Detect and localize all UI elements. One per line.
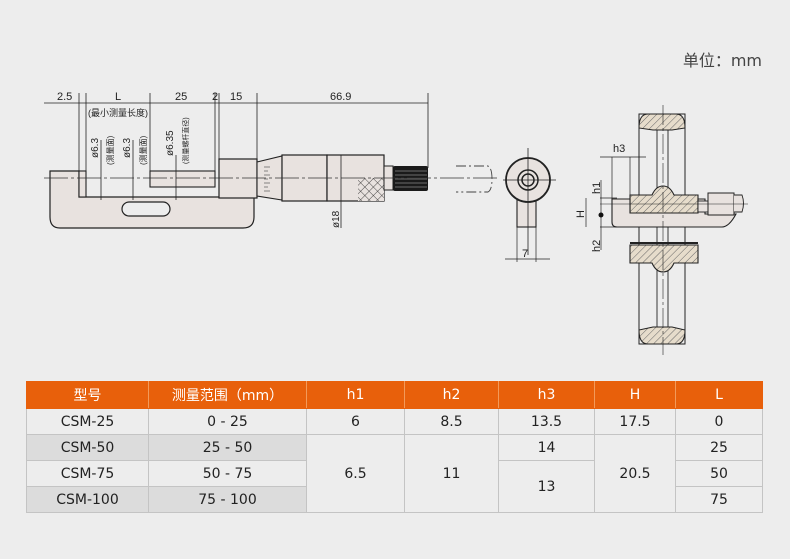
cell-model: CSM-25 [26, 408, 149, 435]
unit-label: 单位：mm [682, 51, 762, 70]
spec-table: 型号 测量范围（mm） h1 h2 h3 H L CSM-25 0 - 25 6… [26, 381, 763, 513]
header-H: H [594, 381, 676, 409]
cell-L: 50 [675, 460, 763, 487]
cell-range: 0 - 25 [148, 408, 307, 435]
table-row: CSM-100 75 - 100 75 [26, 486, 763, 513]
label-d3: ø6.35 [165, 130, 176, 156]
label-side-width: 7 [522, 248, 528, 260]
table-row: CSM-25 0 - 25 6 8.5 13.5 17.5 0 [26, 408, 763, 435]
cell-range: 75 - 100 [148, 486, 307, 513]
header-model: 型号 [26, 381, 149, 409]
label-h1: h1 [591, 182, 603, 194]
cell-h3: 13 [498, 460, 595, 513]
cell-h2: 8.5 [404, 408, 499, 435]
dim-2: 2 [212, 91, 218, 103]
cell-h1: 6 [306, 408, 405, 435]
label-d2-note: (测量面) [139, 135, 148, 165]
cell-H: 20.5 [594, 434, 676, 513]
dim-15: 15 [230, 91, 242, 103]
label-h2: h2 [591, 240, 603, 252]
cell-model: CSM-50 [26, 434, 149, 461]
header-L: L [675, 381, 763, 409]
cell-range: 25 - 50 [148, 434, 307, 461]
cell-h1: 6.5 [306, 434, 405, 513]
header-range: 测量范围（mm） [148, 381, 307, 409]
cell-model: CSM-75 [26, 460, 149, 487]
table-row: CSM-50 25 - 50 6.5 11 14 20.5 25 [26, 434, 763, 513]
cell-h2: 11 [404, 434, 499, 513]
label-d1: ø6.3 [90, 138, 101, 158]
label-thimble-dia: ø18 [331, 210, 342, 228]
cell-L: 0 [675, 408, 763, 435]
section-view [585, 105, 748, 355]
micrometer-drawing: 2.5 L 25 2 15 66.9 (最小测量长度) ø6.3 (测量面) ø… [44, 91, 748, 355]
header-h3: h3 [498, 381, 595, 409]
cell-model: CSM-100 [26, 486, 149, 513]
label-H: H [575, 210, 587, 218]
label-h3: h3 [613, 143, 625, 155]
header-h2: h2 [404, 381, 499, 409]
frame-side-view [44, 154, 498, 229]
dim-2-5: 2.5 [57, 91, 72, 103]
table-header-row: 型号 测量范围（mm） h1 h2 h3 H L [26, 381, 763, 409]
dim-66-9: 66.9 [330, 91, 351, 103]
header-h1: h1 [306, 381, 405, 409]
cell-H: 17.5 [594, 408, 676, 435]
cell-h3: 13.5 [498, 408, 595, 435]
label-d2: ø6.3 [122, 138, 133, 158]
dim-L: L [115, 91, 121, 103]
label-d1-note: (测量面) [106, 135, 115, 165]
top-dimensions [44, 93, 429, 200]
dim-25: 25 [175, 91, 187, 103]
label-min-length: (最小测量长度) [88, 107, 148, 118]
cell-h3: 14 [498, 434, 595, 461]
cell-range: 50 - 75 [148, 460, 307, 487]
table-row: CSM-75 50 - 75 13 50 [26, 460, 763, 513]
cell-L: 75 [675, 486, 763, 513]
end-view [503, 148, 556, 262]
cell-L: 25 [675, 434, 763, 461]
label-d3-note: (测量螺杆直径) [181, 117, 190, 164]
